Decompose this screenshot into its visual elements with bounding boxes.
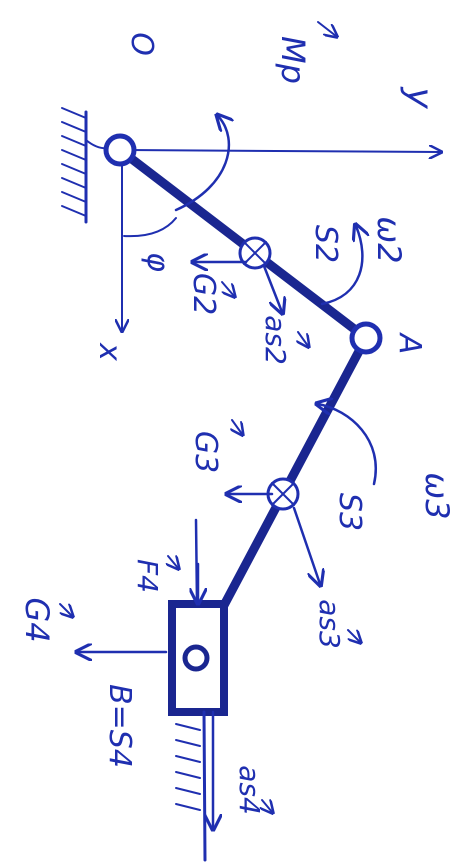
label-g3: G3 <box>188 431 223 473</box>
slider-block-b <box>168 600 228 716</box>
mass-center-s2 <box>238 236 272 270</box>
label-phi: φ <box>140 252 175 272</box>
label-s2: S2 <box>308 225 343 263</box>
label-g4: G4 <box>18 597 56 642</box>
label-b-eq: B=S4 <box>102 684 137 768</box>
arrow-as3 <box>292 506 320 584</box>
label-origin: O <box>124 32 159 56</box>
label-omega2: ω2 <box>370 216 408 263</box>
fixed-support-o <box>61 107 111 224</box>
moment-arc <box>174 116 229 212</box>
label-y-axis: y <box>399 86 440 109</box>
slider-guide <box>175 518 207 862</box>
label-f4: F4 <box>131 559 164 593</box>
joint-a <box>349 321 383 355</box>
label-as4: as4 <box>233 765 266 815</box>
label-g2: G2 <box>186 273 221 315</box>
label-as2: as2 <box>259 315 292 365</box>
mass-center-s3 <box>266 477 300 511</box>
omega2-arc <box>320 226 362 306</box>
angle-phi-arc <box>123 217 177 238</box>
label-as3: as3 <box>313 599 346 649</box>
joint-o <box>103 133 137 167</box>
omega3-arc <box>318 404 377 486</box>
label-x-axis: x <box>92 342 127 361</box>
arrow-as2 <box>262 264 282 312</box>
label-moment: Mp <box>274 36 312 84</box>
label-omega3: ω3 <box>418 472 456 519</box>
label-s3: S3 <box>332 493 367 531</box>
vector-marks <box>59 21 360 812</box>
label-point-a: A <box>392 332 427 355</box>
y-axis-line <box>119 150 440 152</box>
